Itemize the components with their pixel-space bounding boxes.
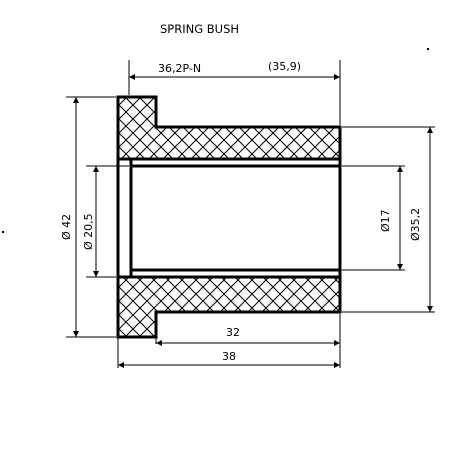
dim-dia-20-5: Ø 20,5 xyxy=(82,213,95,250)
drawing-title: SPRING BUSH xyxy=(160,22,239,36)
dim-38: 38 xyxy=(222,350,236,363)
part-outline xyxy=(116,95,342,339)
dim-dia-35-2: Ø35,2 xyxy=(409,208,422,241)
stray-dot xyxy=(427,48,429,50)
stray-dot-left xyxy=(2,231,4,233)
extension-lines xyxy=(66,60,435,368)
dim-32: 32 xyxy=(226,326,240,339)
section-hatching xyxy=(118,97,340,337)
dim-dia-17: Ø17 xyxy=(379,209,392,232)
dimension-lines xyxy=(73,74,433,368)
dim-dia-42: Ø 42 xyxy=(60,214,73,240)
dim-36-2: 36,2P-N xyxy=(158,62,201,75)
dim-35-9: (35,9) xyxy=(268,60,301,73)
